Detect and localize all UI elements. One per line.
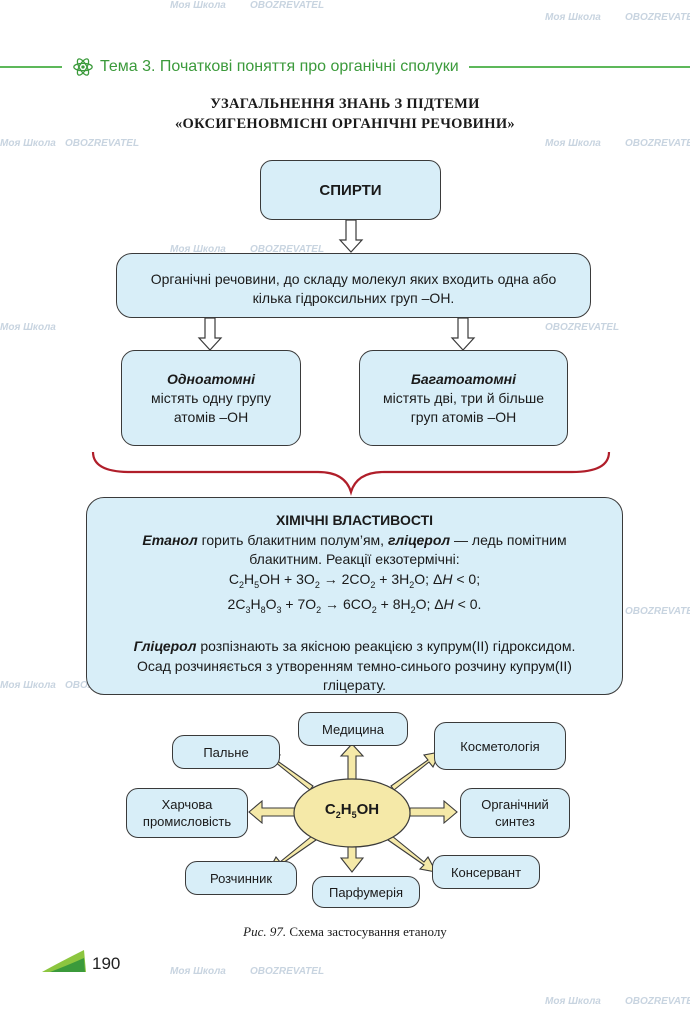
alcohols-definition: Органічні речовини, до складу молекул як… xyxy=(150,271,557,306)
watermark: OBOZREVATEL xyxy=(625,996,690,1007)
arrow-up-right-icon xyxy=(390,751,441,791)
glycerol-test-text: Гліцерол розпізнають за якісною реакцією… xyxy=(117,637,592,696)
watermark: OBOZREVATEL xyxy=(250,966,325,977)
monohydric-name: Одноатомні xyxy=(166,371,256,387)
ethanol-formula: C2H5OH xyxy=(324,801,380,820)
use-fuel: Пальне xyxy=(172,735,280,769)
use-label: Органічний синтез xyxy=(481,797,549,829)
section-title-line2: «ОКСИГЕНОВМІСНІ ОРГАНІЧНІ РЕЧОВИНИ» xyxy=(175,116,515,132)
chemical-properties-box: ХІМІЧНІ ВЛАСТИВОСТІ Етанол горить блакит… xyxy=(86,497,623,695)
polyhydric-box: Багатоатомні містять дві, три й більше г… xyxy=(359,350,568,446)
figure-caption: Рис. 97. Схема застосування етанолу xyxy=(0,924,690,940)
curly-brace xyxy=(91,451,611,496)
watermark: OBOZREVATEL xyxy=(625,606,690,617)
use-cosmetology: Косметологія xyxy=(434,722,566,770)
arrow-down-icon xyxy=(339,845,365,873)
ethanol-term: Етанол xyxy=(142,531,198,548)
use-label: Розчинник xyxy=(209,870,273,886)
use-label: Харчова промисловість xyxy=(142,797,232,829)
use-label: Медицина xyxy=(322,721,384,737)
arrow-down-icon xyxy=(197,317,223,351)
use-medicine: Медицина xyxy=(298,712,408,746)
watermark: Моя Школа xyxy=(0,680,56,691)
watermark: OBOZREVATEL xyxy=(625,12,690,23)
watermark: OBOZREVATEL xyxy=(250,244,325,255)
monohydric-desc: містять одну групу атомів –OH xyxy=(151,390,271,425)
topic-header: Тема 3. Початкові поняття про органічні … xyxy=(62,56,469,78)
alcohols-definition-box: Органічні речовини, до складу молекул як… xyxy=(116,253,591,318)
watermark: Моя Школа xyxy=(170,966,226,977)
watermark: OBOZREVATEL xyxy=(250,0,325,11)
glycerol-term: гліцерол xyxy=(387,531,451,548)
atom-icon xyxy=(73,58,93,76)
arrow-up-icon xyxy=(339,743,365,781)
use-organic-synthesis: Органічний синтез xyxy=(460,788,570,838)
use-perfumery: Парфумерія xyxy=(312,876,420,908)
combustion-text: Етанол горить блакитним полум’ям, гліцер… xyxy=(117,531,592,570)
use-label: Косметологія xyxy=(460,738,540,754)
use-solvent: Розчинник xyxy=(185,861,297,895)
watermark: Моя Школа xyxy=(170,244,226,255)
alcohols-heading: СПИРТИ xyxy=(319,181,382,199)
watermark: OBOZREVATEL xyxy=(65,138,140,149)
glycerol-term-2: Гліцерол xyxy=(133,638,197,655)
watermark: Моя Школа xyxy=(0,138,56,149)
monohydric-box: Одноатомні містять одну групу атомів –OH xyxy=(121,350,301,446)
arrow-down-right-icon xyxy=(387,835,438,873)
alcohols-heading-box: СПИРТИ xyxy=(260,160,441,220)
page-number: 190 xyxy=(92,954,121,973)
watermark: Моя Школа xyxy=(0,322,56,333)
polyhydric-name: Багатоатомні xyxy=(410,371,517,387)
chemical-heading: ХІМІЧНІ ВЛАСТИВОСТІ xyxy=(275,512,434,528)
watermark: Моя Школа xyxy=(545,12,601,23)
ethanol-ellipse xyxy=(293,778,411,848)
section-title-line1: УЗАГАЛЬНЕННЯ ЗНАНЬ З ПІДТЕМИ xyxy=(210,96,480,112)
use-label: Пальне xyxy=(203,744,249,760)
arrow-right-icon xyxy=(409,799,458,825)
watermark: OBOZREVATEL xyxy=(625,138,690,149)
figure-caption-text: Схема застосування етанолу xyxy=(286,924,447,939)
watermark: OBOZREVATEL xyxy=(545,322,620,333)
combustion-mid: горить блакитним полум’ям, xyxy=(197,531,388,548)
watermark: Моя Школа xyxy=(545,138,601,149)
equation-2: 2C3H8O3 + 7O2 → 6CO2 + 8H2O; ΔH < 0. xyxy=(227,595,482,615)
watermark: Моя Школа xyxy=(170,0,226,11)
watermark: Моя Школа xyxy=(545,996,601,1007)
combustion-end: — ледь помітним блакитним. Реакції екзот… xyxy=(249,531,567,568)
use-preservative: Консервант xyxy=(432,855,540,889)
use-food-industry: Харчова промисловість xyxy=(126,788,248,838)
use-label: Консервант xyxy=(450,864,522,880)
arrow-down-icon xyxy=(450,317,476,351)
polyhydric-desc: містять дві, три й більше груп атомів –O… xyxy=(382,390,545,425)
glycerol-test-desc: розпізнають за якісною реакцією з купрум… xyxy=(137,638,576,694)
figure-number: Рис. 97. xyxy=(243,924,287,939)
arrow-down-icon xyxy=(338,219,364,253)
use-label: Парфумерія xyxy=(328,884,404,900)
equation-1: C2H5OH + 3O2 → 2CO2 + 3H2O; ΔH < 0; xyxy=(228,570,481,590)
arrow-left-icon xyxy=(248,799,297,825)
topic-title: Тема 3. Початкові поняття про органічні … xyxy=(100,58,459,75)
